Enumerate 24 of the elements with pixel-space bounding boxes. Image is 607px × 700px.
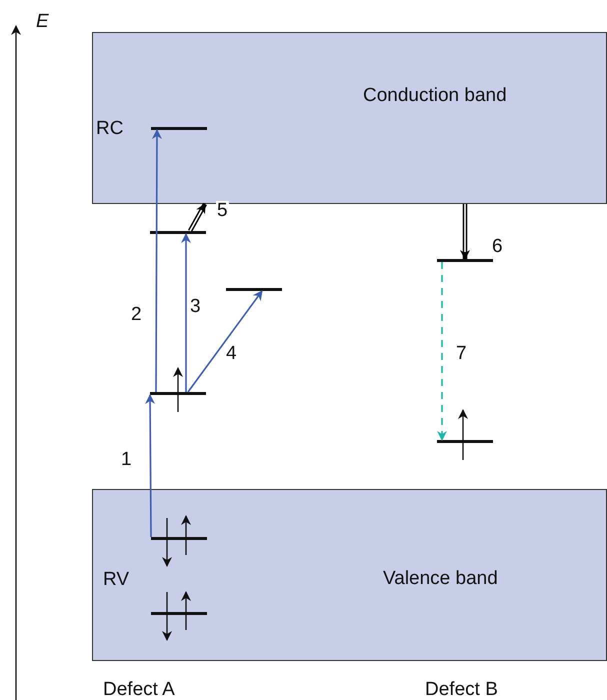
- axis-label: E: [36, 12, 49, 31]
- energy-level-line: [151, 127, 207, 130]
- energy-level-line: [226, 288, 282, 291]
- double-arrow: [188, 202, 207, 232]
- energy-level-line: [151, 612, 207, 615]
- arrow: [181, 233, 191, 392]
- band-label: Valence band: [383, 568, 498, 590]
- arrow: [145, 394, 156, 537]
- band-label: Conduction band: [363, 85, 507, 107]
- energy-level-line: [150, 231, 206, 234]
- energy-band: [92, 32, 607, 204]
- energy-level-line: [437, 259, 493, 262]
- energy-band: [92, 489, 607, 661]
- energy-level-line: [437, 440, 493, 443]
- double-arrow: [460, 204, 470, 260]
- defect-label: Defect B: [425, 680, 498, 699]
- level-label: RC: [96, 119, 124, 138]
- energy-level-line: [150, 392, 206, 395]
- arrow: [187, 290, 263, 392]
- arrow: [437, 262, 447, 441]
- arrow: [152, 129, 162, 392]
- level-label: RV: [103, 570, 130, 589]
- energy-level-line: [151, 537, 207, 540]
- defect-label: Defect A: [103, 680, 175, 699]
